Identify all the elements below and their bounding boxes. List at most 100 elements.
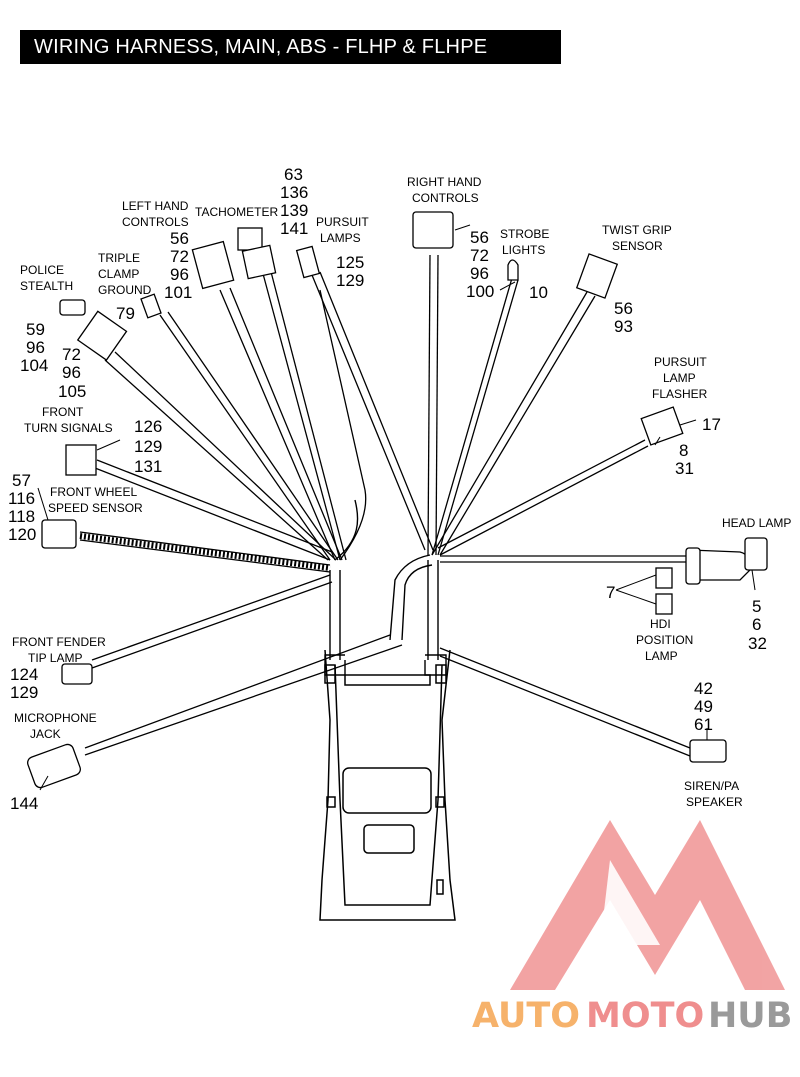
watermark-text-3: HUB xyxy=(708,996,792,1036)
left-hand-label-2: CONTROLS xyxy=(122,215,189,229)
turn-signals-label-2: TURN SIGNALS xyxy=(24,421,113,435)
tachometer-cap-icon xyxy=(237,227,263,251)
tachometer-num-2: 136 xyxy=(280,183,308,202)
wheel-sensor-num-3: 118 xyxy=(8,507,35,526)
triple-clamp-num-1: 79 xyxy=(116,304,135,323)
harness-trunks xyxy=(324,499,447,676)
left-hand-controls-connector-icon xyxy=(191,240,235,290)
microphone-label-1: MICROPHONE xyxy=(14,711,97,725)
head-lamp-label-1: HEAD LAMP xyxy=(722,516,791,530)
siren-label-1: SIREN/PA xyxy=(684,779,739,793)
strobe-label-2: LIGHTS xyxy=(502,243,545,257)
police-stealth-num-5: 96 xyxy=(62,363,81,382)
flasher-connector-icon xyxy=(640,406,684,446)
siren-connector-icon xyxy=(689,739,727,763)
flasher-label-2: LAMP xyxy=(663,371,696,385)
fender-tip-label-2: TIP LAMP xyxy=(28,651,82,665)
right-hand-num-4: 100 xyxy=(466,282,494,301)
police-stealth-plug-icon xyxy=(76,310,128,361)
left-hand-label-1: LEFT HAND xyxy=(122,199,189,213)
tachometer-num-1: 63 xyxy=(284,165,303,184)
flasher-label-3: FLASHER xyxy=(652,387,708,401)
twist-grip-label-1: TWIST GRIP xyxy=(602,223,672,237)
hdi-label-1: HDI xyxy=(650,617,671,631)
watermark-text-1: AUTO xyxy=(472,996,580,1036)
right-hand-label-1: RIGHT HAND xyxy=(407,175,482,189)
left-hand-num-2: 72 xyxy=(170,247,189,266)
microphone-label-2: JACK xyxy=(30,727,61,741)
right-hand-label-2: CONTROLS xyxy=(412,191,479,205)
pursuit-lamps-num-1: 125 xyxy=(336,253,364,272)
right-hand-num-3: 96 xyxy=(470,264,489,283)
twist-grip-num-1: 56 xyxy=(614,299,633,318)
tachometer-num-4: 141 xyxy=(280,219,308,238)
hdi-lamp-connector-bottom-icon xyxy=(655,593,673,615)
siren-label-2: SPEAKER xyxy=(686,795,743,809)
police-stealth-num-1: 59 xyxy=(26,320,45,339)
watermark-logo-icon xyxy=(510,820,785,990)
pursuit-lamps-label-1: PURSUIT xyxy=(316,215,369,229)
right-hand-num-1: 56 xyxy=(470,228,489,247)
hdi-num-1: 7 xyxy=(606,583,615,602)
head-lamp-connector-icon xyxy=(744,537,768,571)
fender-tip-connector-icon xyxy=(61,663,93,685)
head-lamp-clamp-icon xyxy=(685,547,701,585)
wheel-sensor-num-4: 120 xyxy=(8,525,36,544)
triple-clamp-label-1: TRIPLE xyxy=(98,251,140,265)
fender-tip-num-2: 129 xyxy=(10,683,38,702)
strobe-bulb-icon xyxy=(507,259,519,281)
pursuit-lamps-num-2: 129 xyxy=(336,271,364,290)
hdi-label-2: POSITION xyxy=(636,633,693,647)
wheel-sensor-num-1: 57 xyxy=(12,471,31,490)
wheel-sensor-label-1: FRONT WHEEL xyxy=(50,485,137,499)
strobe-num-1: 10 xyxy=(529,283,548,302)
tachometer-connector-icon xyxy=(241,244,277,280)
turn-signals-num-2: 129 xyxy=(134,437,162,456)
flasher-num-1: 17 xyxy=(702,415,721,434)
police-stealth-num-4: 72 xyxy=(62,345,81,364)
siren-num-2: 49 xyxy=(694,697,713,716)
police-stealth-connector-icon xyxy=(59,299,86,316)
wheel-sensor-conduit xyxy=(79,533,331,571)
tachometer-label-1: TACHOMETER xyxy=(195,205,278,219)
turn-signals-label-1: FRONT xyxy=(42,405,84,419)
triple-clamp-label-3: GROUND xyxy=(98,283,152,297)
police-stealth-num-2: 96 xyxy=(26,338,45,357)
head-lamp-num-3: 32 xyxy=(748,634,767,653)
turn-signals-num-1: 126 xyxy=(134,417,162,436)
ground-connector-icon xyxy=(140,293,162,319)
microphone-num-1: 144 xyxy=(10,794,38,813)
wheel-sensor-num-2: 116 xyxy=(8,489,35,508)
leader-lines xyxy=(37,224,756,791)
watermark-text-2: MOTO xyxy=(586,996,704,1036)
twist-grip-connector-icon xyxy=(575,253,619,299)
left-hand-num-1: 56 xyxy=(170,229,189,248)
left-hand-num-4: 101 xyxy=(164,283,192,302)
wires-right xyxy=(427,254,751,757)
wheel-sensor-label-2: SPEED SENSOR xyxy=(48,501,143,515)
turn-signal-connector-icon xyxy=(65,444,97,476)
tachometer-num-3: 139 xyxy=(280,201,308,220)
twist-grip-label-2: SENSOR xyxy=(612,239,663,253)
head-lamp-num-1: 5 xyxy=(752,597,761,616)
strobe-label-1: STROBE xyxy=(500,227,549,241)
page-title: WIRING HARNESS, MAIN, ABS - FLHP & FLHPE xyxy=(20,30,561,64)
right-hand-controls-connector-icon xyxy=(412,211,454,249)
harness-body xyxy=(319,649,456,921)
right-hand-num-2: 72 xyxy=(470,246,489,265)
hdi-lamp-connector-top-icon xyxy=(655,567,673,589)
left-hand-num-3: 96 xyxy=(170,265,189,284)
connectors xyxy=(27,211,768,789)
turn-signals-num-3: 131 xyxy=(134,457,162,476)
police-stealth-num-3: 104 xyxy=(20,356,48,375)
wires-pursuit xyxy=(311,271,434,551)
fender-tip-label-1: FRONT FENDER xyxy=(12,635,106,649)
twist-grip-num-2: 93 xyxy=(614,317,633,336)
siren-num-3: 61 xyxy=(694,715,713,734)
police-stealth-label-2: STEALTH xyxy=(20,279,73,293)
microphone-jack-icon xyxy=(27,743,81,789)
triple-clamp-label-2: CLAMP xyxy=(98,267,139,281)
wheel-sensor-connector-icon xyxy=(41,519,77,549)
flasher-label-1: PURSUIT xyxy=(654,355,707,369)
pursuit-lamps-label-2: LAMPS xyxy=(320,231,361,245)
